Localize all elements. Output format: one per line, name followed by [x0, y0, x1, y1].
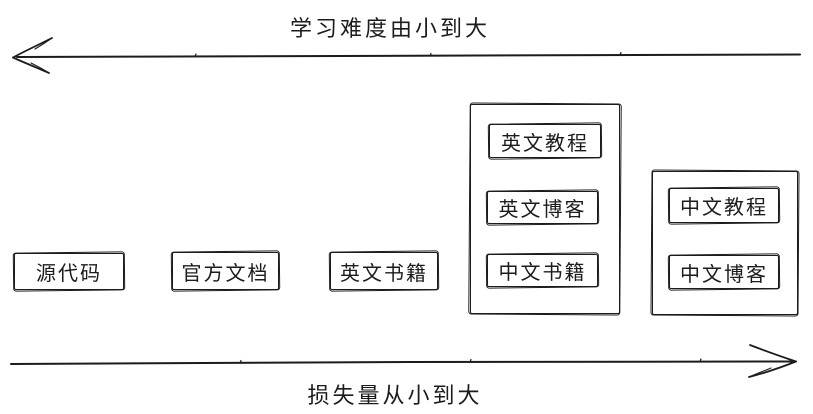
box-english-blogs: 英文博客 — [487, 191, 598, 224]
box-chinese-tutorials: 中文教程 — [669, 188, 779, 223]
difficulty-axis-label: 学习难度由小到大 — [289, 16, 490, 41]
right-arrow — [10, 344, 797, 378]
group-box-english-sources — [470, 104, 620, 314]
box-english-books-label: 英文书籍 — [340, 262, 428, 285]
box-chinese-blogs-label: 中文博客 — [680, 263, 768, 286]
box-english-tutorials-label: 英文教程 — [501, 132, 589, 155]
box-official-docs-label: 官方文档 — [181, 262, 270, 285]
box-english-tutorials: 英文教程 — [489, 124, 601, 158]
group-box-chinese-sources — [652, 171, 798, 315]
box-chinese-books-label: 中文书籍 — [498, 262, 587, 284]
box-official-docs: 官方文档 — [172, 252, 279, 290]
box-english-books: 英文书籍 — [330, 252, 438, 290]
box-english-blogs-label: 英文博客 — [498, 199, 587, 221]
box-source-code-label: 源代码 — [36, 263, 102, 285]
box-chinese-blogs: 中文博客 — [669, 255, 779, 289]
box-chinese-tutorials-label: 中文教程 — [680, 197, 768, 219]
left-arrow — [12, 37, 801, 74]
box-chinese-books: 中文书籍 — [487, 254, 598, 287]
loss-axis-label: 损失量从小到大 — [307, 383, 483, 408]
box-source-code: 源代码 — [14, 253, 124, 290]
